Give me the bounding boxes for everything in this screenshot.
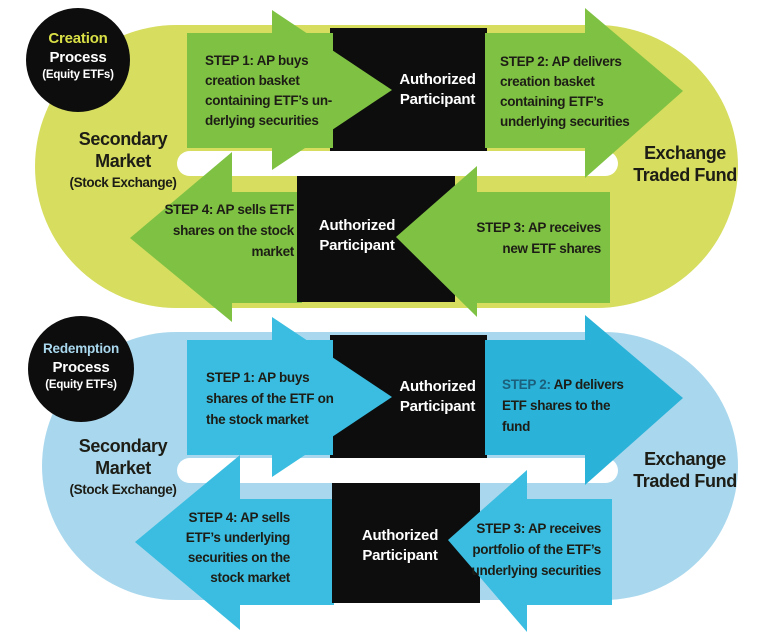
redemption-divider-band [177,458,618,483]
step-line: STEP 4: AP sells [188,510,290,525]
ap-line: Authorized [399,378,476,395]
creation-process-badge-circle [26,8,130,112]
step-line: ETF shares to the [502,398,611,413]
redemption-badge-title: Redemption [42,341,119,356]
step2-prefix: STEP 2: [502,377,551,392]
redemption-badge-subtitle: Process [52,359,110,376]
redemption-step4-arrowhead [135,455,240,630]
step-line: underlying securities [471,563,602,578]
label-line: Traded Fund [633,165,737,185]
ap-line: Authorized [399,71,476,88]
redemption-secondary-market-label: Secondary Market (Stock Exchange) [42,435,204,501]
step-line: securities on the [187,550,290,565]
redemption-step2-arrowhead [585,315,683,485]
step-line: containing ETF’s [500,94,604,109]
step-line: creation basket [205,73,300,88]
step-line: shares of the ETF on [206,391,334,406]
ap-line: Participant [319,237,395,254]
step-line: portfolio of the ETF’s [472,542,601,557]
ap-line: Authorized [318,217,396,234]
label-line: Secondary [78,129,168,149]
creation-divider-band [177,151,618,176]
creation-badge-subtitle: Process [49,49,107,66]
step-line: STEP 2: AP delivers [500,54,622,69]
step-line: market [251,244,295,259]
redemption-step3-text: STEP 3: AP receives portfolio of the ETF… [441,518,602,581]
ap-line: Participant [399,91,476,108]
creation-step1-arrowhead [272,10,392,170]
step-line: creation basket [500,74,595,89]
label-line: Market [95,151,151,171]
step-line: stock market [210,570,290,585]
redemption-etf-label: Exchange Traded Fund [602,448,768,492]
step-line: derlying securities [205,113,319,128]
creation-secondary-market-label: Secondary Market (Stock Exchange) [42,128,204,194]
redemption-step2-text: STEP 2: AP delivers ETF shares to the fu… [502,374,652,437]
step-line: fund [502,419,531,434]
creation-step1-text: STEP 1: AP buys creation basket containi… [205,51,365,131]
creation-step4-text: STEP 4: AP sells ETF shares on the stock… [150,199,294,262]
creation-etf-label: Exchange Traded Fund [602,142,768,186]
step-line: ETF’s underlying [185,530,291,545]
step-line: underlying securities [500,114,630,129]
creation-process-badge: Creation Process (Equity ETFs) [18,29,138,84]
redemption-badge-note: (Equity ETFs) [45,379,117,391]
creation-step4-arrow-body [230,192,302,303]
ap-line: Participant [362,547,438,564]
redemption-step1-text: STEP 1: AP buys shares of the ETF on the… [206,367,366,430]
step-line: containing ETF’s un- [205,93,332,108]
creation-badge-note: (Equity ETFs) [42,69,114,81]
label-line: (Stock Exchange) [69,482,177,497]
step-line: STEP 1: AP buys [205,53,309,68]
redemption-step4-text: STEP 4: AP sells ETF’s underlying securi… [146,508,291,588]
creation-ap-top-label: Authorized Participant [380,70,495,110]
label-line: Traded Fund [633,471,737,491]
redemption-step3-arrow-body [520,499,612,605]
creation-step3-text: STEP 3: AP receives new ETF shares [441,217,601,259]
step-line: STEP 4: AP sells ETF [164,202,294,217]
creation-step2-text: STEP 2: AP delivers creation basket cont… [500,52,655,132]
redemption-step2-arrow-body [485,340,588,455]
step-line: STEP 3: AP receives [476,521,601,536]
step-line: new ETF shares [502,241,601,256]
redemption-process-badge: Redemption Process (Equity ETFs) [21,340,141,394]
label-line: Secondary [78,436,168,456]
creation-step3-arrow-body [472,192,610,303]
label-line: (Stock Exchange) [69,175,177,190]
ap-line: Participant [399,398,476,415]
creation-step2-arrowhead [585,8,683,178]
label-line: Exchange [644,143,726,163]
step-line-rest: AP delivers [553,377,624,392]
step-line: STEP 3: AP receives [476,220,601,235]
creation-ap-bottom-label: Authorized Participant [299,216,415,256]
redemption-ap-top-label: Authorized Participant [380,377,495,417]
redemption-step3-arrowhead [448,470,527,632]
redemption-step4-arrow-body [238,499,334,605]
redemption-step1-arrowhead [272,317,392,477]
redemption-ap-bottom-label: Authorized Participant [342,526,458,566]
creation-step2-arrow-body [485,33,588,148]
step-line: shares on the stock [172,223,294,238]
creation-badge-title: Creation [48,30,108,47]
step-line: STEP 2: AP delivers [502,374,652,395]
step-line: STEP 1: AP buys [206,370,310,385]
label-line: Exchange [644,449,726,469]
step-line: the stock market [206,412,309,427]
redemption-process-badge-circle [28,316,134,422]
label-line: Market [95,458,151,478]
ap-line: Authorized [361,527,439,544]
creation-step3-arrowhead [396,166,477,317]
creation-step4-arrowhead [130,152,232,322]
